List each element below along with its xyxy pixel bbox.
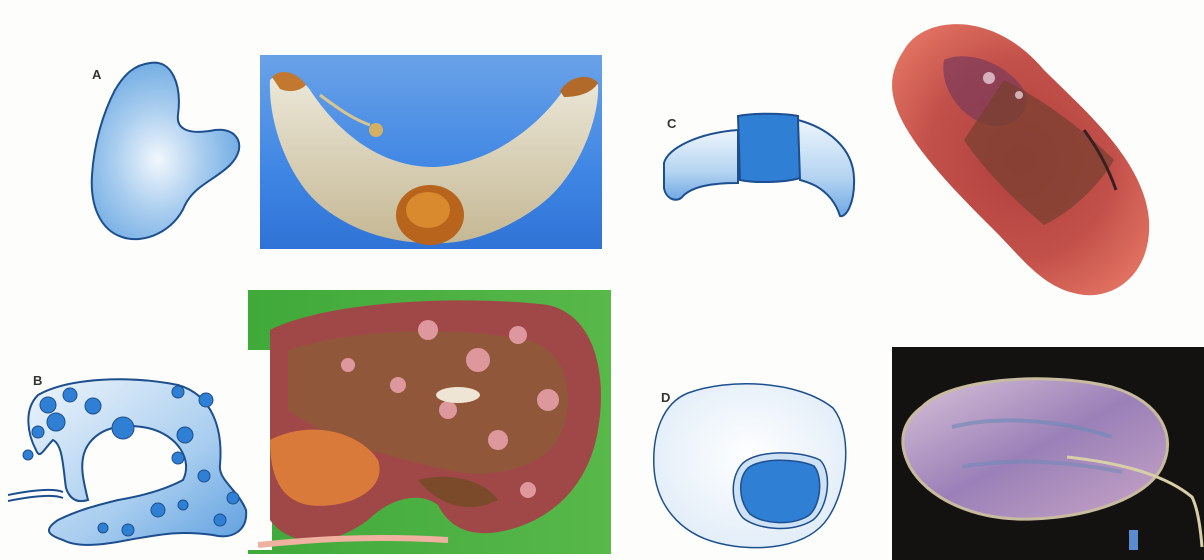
discoid-placenta-diagram	[648, 378, 853, 553]
zonary-placenta-photo	[884, 10, 1164, 300]
bilobed-placenta-diagram	[80, 55, 250, 255]
multiple-cotyledon-placenta-diagram	[8, 370, 253, 555]
bilobed-placenta-photo	[260, 55, 602, 249]
discoid-placenta-photo	[892, 347, 1204, 560]
multiple-cotyledon-placenta-photo	[248, 290, 611, 554]
zonary-placenta-diagram	[658, 108, 863, 223]
